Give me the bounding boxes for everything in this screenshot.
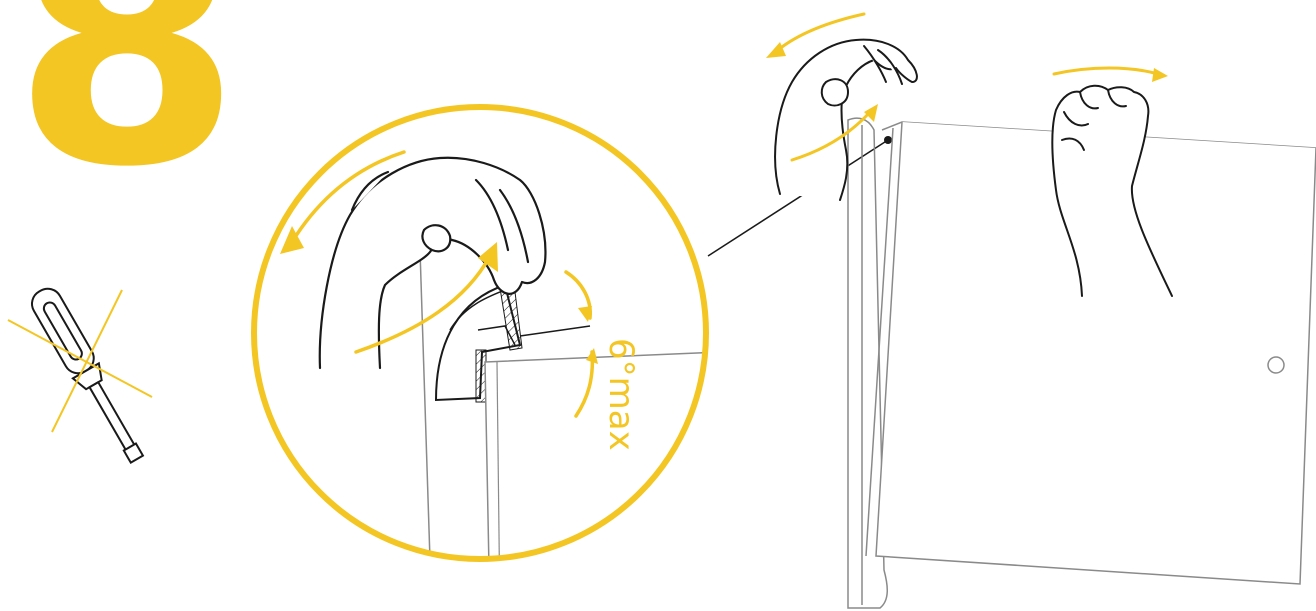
- detail-magnifier: 6°max: [254, 107, 720, 611]
- no-screwdriver-icon: [8, 284, 152, 467]
- cabinet-side-edge: [420, 250, 430, 560]
- angle-reference-line: [520, 326, 590, 336]
- hand-icon: [775, 40, 917, 200]
- hinge-seal-vertical: [476, 350, 486, 402]
- screwdriver-icon: [27, 284, 150, 467]
- angle-label: 6°max: [601, 338, 641, 451]
- hinge-point-marker: [884, 136, 892, 144]
